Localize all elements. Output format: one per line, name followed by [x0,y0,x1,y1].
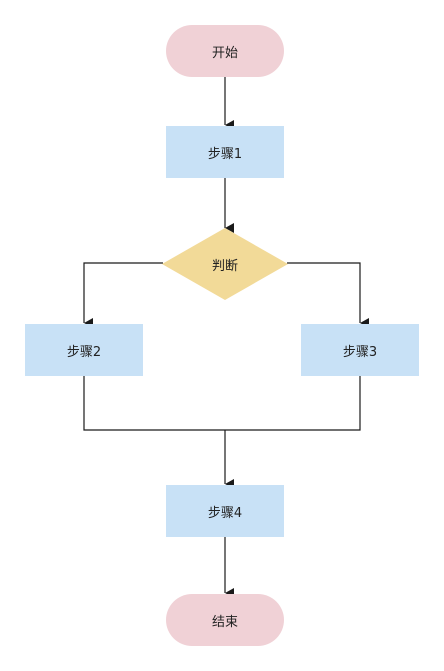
end-node: 结束 [166,594,284,646]
step1-label: 步骤1 [207,146,243,162]
edge-step2-to-merge [83,376,225,431]
edge-decision-to-step2 [83,262,163,328]
edge-decision-to-step3 [287,262,369,328]
edge-step3-to-merge [225,376,361,431]
step3-node: 步骤3 [301,324,419,376]
step4-label: 步骤4 [207,505,243,521]
decision-node: 判断 [162,228,288,300]
step4-node: 步骤4 [166,485,284,537]
step3-label: 步骤3 [342,344,378,360]
step2-label: 步骤2 [66,344,102,360]
step2-node: 步骤2 [25,324,143,376]
start-node: 开始 [166,25,284,77]
end-label: 结束 [211,614,238,630]
decision-label: 判断 [211,258,238,274]
step1-node: 步骤1 [166,126,284,178]
decision-shape [162,228,288,300]
start-label: 开始 [211,45,238,61]
